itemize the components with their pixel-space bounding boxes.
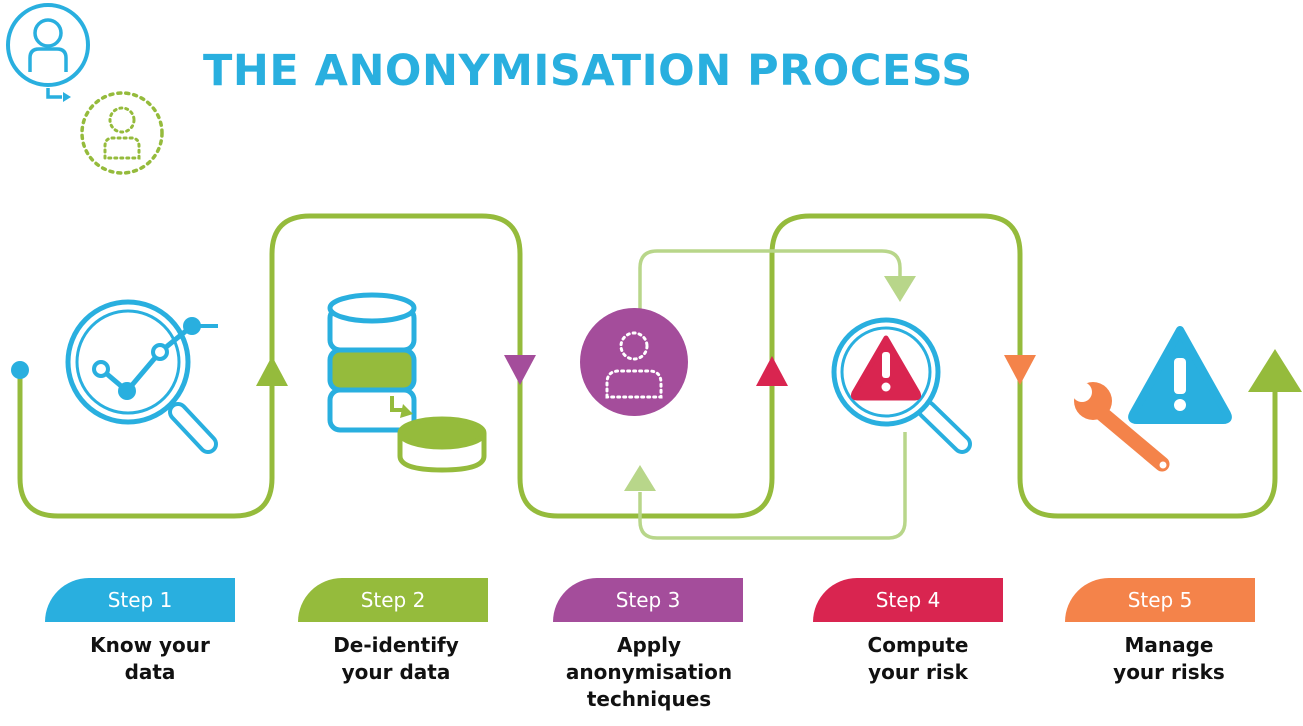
step-2-tab: Step 2: [298, 578, 488, 622]
step-5-description-line: Manage: [1124, 633, 1214, 657]
analytics-magnifier-icon: [65, 299, 218, 454]
feedback-loop-bottom-arrow: [624, 465, 656, 491]
step-4-description-line: your risk: [868, 660, 968, 684]
step-2-description-line: De-identify: [333, 633, 459, 657]
warning-magnifier-icon: [831, 317, 972, 454]
step-3-description-line: anonymisation: [565, 660, 733, 684]
step-5-tab: Step 5: [1065, 578, 1255, 622]
step-1-description-line: Know your: [90, 633, 210, 657]
step-1-description-line: data: [124, 660, 176, 684]
database-icon: [327, 292, 487, 473]
flow-arrow-step2: [504, 355, 536, 385]
flow-arrow-step4: [1004, 355, 1036, 385]
warning-triangle-icon: [1128, 326, 1232, 424]
step-4-description-line: Compute: [867, 633, 969, 657]
feedback-loop-top-arrow: [884, 276, 916, 302]
anonymised-person-circle-icon: [580, 308, 688, 416]
person-icon: [6, 3, 90, 102]
flow-arrow-step1: [256, 356, 288, 386]
wrench-icon: [1072, 382, 1170, 472]
step-2-description-line: your data: [341, 660, 451, 684]
step-4-tab: Step 4: [813, 578, 1003, 622]
flow-start-dot: [11, 361, 29, 379]
step-1-description: Know your data: [40, 632, 260, 686]
step-3-tab: Step 3: [553, 578, 743, 622]
flow-arrow-step3: [756, 356, 788, 386]
step-4-description: Compute your risk: [808, 632, 1028, 686]
page-title: THE ANONYMISATION PROCESS: [203, 46, 973, 96]
step-3-description-line: techniques: [586, 687, 712, 711]
step-5-description-line: your risks: [1113, 660, 1225, 684]
step-1-tab: Step 1: [45, 578, 235, 622]
feedback-loop-top: [638, 249, 902, 328]
step-3-description-line: Apply: [616, 633, 681, 657]
step-3-description: Apply anonymisation techniques: [539, 632, 759, 713]
flow-path: [17, 213, 1278, 519]
step-5-description: Manage your risks: [1059, 632, 1279, 686]
feedback-loop-bottom: [638, 432, 907, 540]
anonymised-person-icon: [80, 91, 164, 175]
flow-arrow-end: [1248, 349, 1302, 392]
step-2-description: De-identify your data: [286, 632, 506, 686]
